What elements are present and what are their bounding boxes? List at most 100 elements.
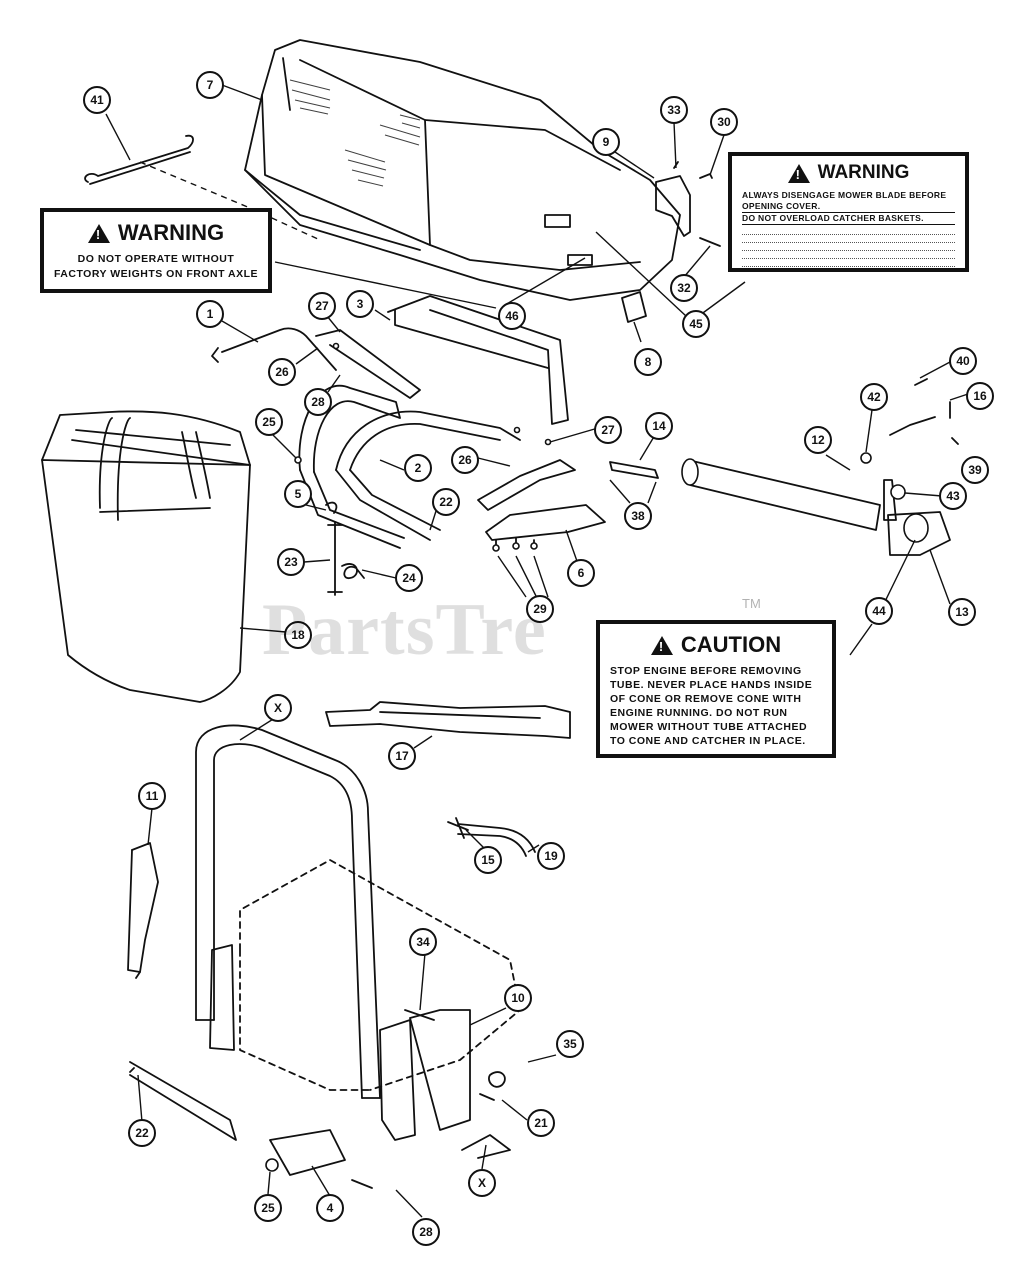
callout-number: 46 bbox=[505, 309, 519, 323]
callout-X2: X bbox=[468, 1169, 496, 1197]
callout-39: 39 bbox=[961, 456, 989, 484]
catcher-frame-part bbox=[298, 385, 606, 549]
callout-circle bbox=[388, 742, 416, 770]
callout-42: 42 bbox=[860, 383, 888, 411]
callout-6: 6 bbox=[567, 559, 595, 587]
callout-11: 11 bbox=[138, 782, 166, 810]
callout-number: 26 bbox=[458, 453, 472, 467]
callout-number: 11 bbox=[146, 789, 159, 803]
callout-circle bbox=[537, 842, 565, 870]
warning-heading: WARNING bbox=[817, 162, 910, 183]
callout-17: 17 bbox=[388, 742, 416, 770]
callout-number: 27 bbox=[601, 423, 615, 437]
hook-rod-part bbox=[84, 134, 194, 185]
callout-circle bbox=[255, 408, 283, 436]
callout-28b: 28 bbox=[412, 1218, 440, 1246]
callout-23: 23 bbox=[277, 548, 305, 576]
warning-line: OPENING COVER. bbox=[742, 201, 955, 213]
callout-34: 34 bbox=[409, 928, 437, 956]
callout-circle bbox=[432, 488, 460, 516]
callout-25a: 25 bbox=[255, 408, 283, 436]
callout-28a: 28 bbox=[304, 388, 332, 416]
callout-circle bbox=[196, 71, 224, 99]
callout-number: 9 bbox=[603, 135, 610, 149]
callout-number: 6 bbox=[578, 566, 585, 580]
callout-number: 17 bbox=[395, 749, 409, 763]
callout-16: 16 bbox=[966, 382, 994, 410]
callout-circle bbox=[254, 1194, 282, 1222]
callout-number: 24 bbox=[402, 571, 416, 585]
callout-number: 26 bbox=[275, 365, 289, 379]
latch-bracket-part bbox=[621, 161, 721, 323]
callout-number: 22 bbox=[135, 1126, 149, 1140]
callout-circle bbox=[624, 502, 652, 530]
callout-9: 9 bbox=[592, 128, 620, 156]
callout-circle bbox=[128, 1119, 156, 1147]
callout-3: 3 bbox=[346, 290, 374, 318]
rod-41-dashed-guide bbox=[139, 161, 321, 241]
callout-number: 7 bbox=[207, 78, 214, 92]
warning-heading: WARNING bbox=[117, 220, 225, 245]
callout-33: 33 bbox=[660, 96, 688, 124]
callout-46: 46 bbox=[498, 302, 526, 330]
callout-number: 21 bbox=[534, 1116, 548, 1130]
callout-circle bbox=[660, 96, 688, 124]
callout-circle bbox=[527, 1109, 555, 1137]
warning-line: FACTORY WEIGHTS ON FRONT AXLE bbox=[53, 268, 259, 280]
callout-circle bbox=[670, 274, 698, 302]
mower-blade-part bbox=[325, 701, 571, 739]
caution-line: OF CONE OR REMOVE CONE WITH bbox=[610, 693, 802, 705]
callout-number: 45 bbox=[689, 317, 703, 331]
callout-circle bbox=[196, 300, 224, 328]
warning-triangle-icon bbox=[787, 163, 810, 183]
callout-number: 40 bbox=[956, 354, 970, 368]
callout-number: 25 bbox=[261, 1201, 275, 1215]
callout-22b: 22 bbox=[128, 1119, 156, 1147]
warning-triangle-icon bbox=[87, 223, 110, 243]
callout-circle bbox=[567, 559, 595, 587]
callout-15: 15 bbox=[474, 846, 502, 874]
callout-number: 10 bbox=[511, 991, 525, 1005]
callout-circle bbox=[592, 128, 620, 156]
caution-line: STOP ENGINE BEFORE REMOVING bbox=[610, 665, 802, 677]
callout-circle bbox=[865, 597, 893, 625]
callout-number: 16 bbox=[973, 389, 987, 403]
callout-number: 27 bbox=[315, 299, 329, 313]
callout-circle bbox=[961, 456, 989, 484]
callout-45: 45 bbox=[682, 310, 710, 338]
callout-24: 24 bbox=[395, 564, 423, 592]
caution-heading: CAUTION bbox=[680, 632, 782, 657]
callout-38: 38 bbox=[624, 502, 652, 530]
callout-10: 10 bbox=[504, 984, 532, 1012]
callout-number: 19 bbox=[544, 849, 558, 863]
callout-19: 19 bbox=[537, 842, 565, 870]
warning-label-front-axle: WARNING DO NOT OPERATE WITHOUT FACTORY W… bbox=[40, 208, 272, 293]
callout-circle bbox=[468, 1169, 496, 1197]
callout-circle bbox=[412, 1218, 440, 1246]
callout-number: 30 bbox=[717, 115, 731, 129]
warning-label-cover: WARNING ALWAYS DISENGAGE MOWER BLADE BEF… bbox=[728, 152, 969, 272]
watermark-trademark: TM bbox=[742, 596, 761, 611]
callout-number: 14 bbox=[652, 419, 666, 433]
callout-number: 28 bbox=[419, 1225, 433, 1239]
callout-25b: 25 bbox=[254, 1194, 282, 1222]
leader-lines bbox=[105, 84, 969, 1218]
callout-number: 44 bbox=[872, 604, 886, 618]
callout-43: 43 bbox=[939, 482, 967, 510]
callout-number: 42 bbox=[867, 390, 881, 404]
callout-5: 5 bbox=[284, 480, 312, 508]
callout-number: 18 bbox=[291, 628, 305, 642]
caution-triangle-icon bbox=[650, 635, 673, 655]
frame-bracket-part bbox=[211, 295, 569, 425]
callout-18: 18 bbox=[284, 621, 312, 649]
callout-circle bbox=[504, 984, 532, 1012]
callout-circle bbox=[804, 426, 832, 454]
callout-circle bbox=[939, 482, 967, 510]
callout-number: 29 bbox=[533, 602, 547, 616]
callout-number: 15 bbox=[481, 853, 495, 867]
callout-circle bbox=[404, 454, 432, 482]
watermark-text: PartsTre bbox=[262, 589, 547, 671]
callout-29: 29 bbox=[526, 595, 554, 623]
